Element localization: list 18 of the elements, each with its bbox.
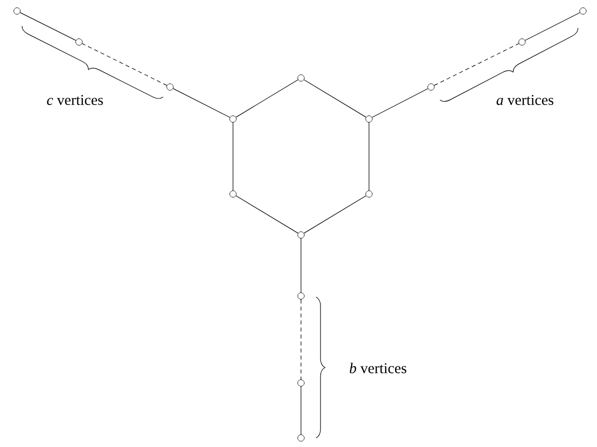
edge-line	[300, 238, 302, 293]
edge-line	[434, 43, 520, 86]
edge-line	[372, 88, 428, 118]
edge-line	[172, 88, 230, 118]
edge-line	[236, 80, 298, 118]
edge-line	[304, 80, 366, 118]
edge-line	[300, 299, 302, 380]
edge-line	[236, 196, 298, 234]
edge-line	[300, 386, 302, 435]
vertex-count-label: a vertices	[496, 94, 554, 106]
edge-line	[20, 12, 76, 41]
edge-line	[304, 196, 366, 234]
edge-line	[368, 122, 370, 191]
edge-line	[82, 43, 168, 86]
vertex-count-label: b vertices	[350, 362, 406, 374]
edge-line	[232, 122, 234, 191]
vertex-count-label: c vertices	[47, 94, 103, 105]
edge-line	[524, 12, 580, 41]
